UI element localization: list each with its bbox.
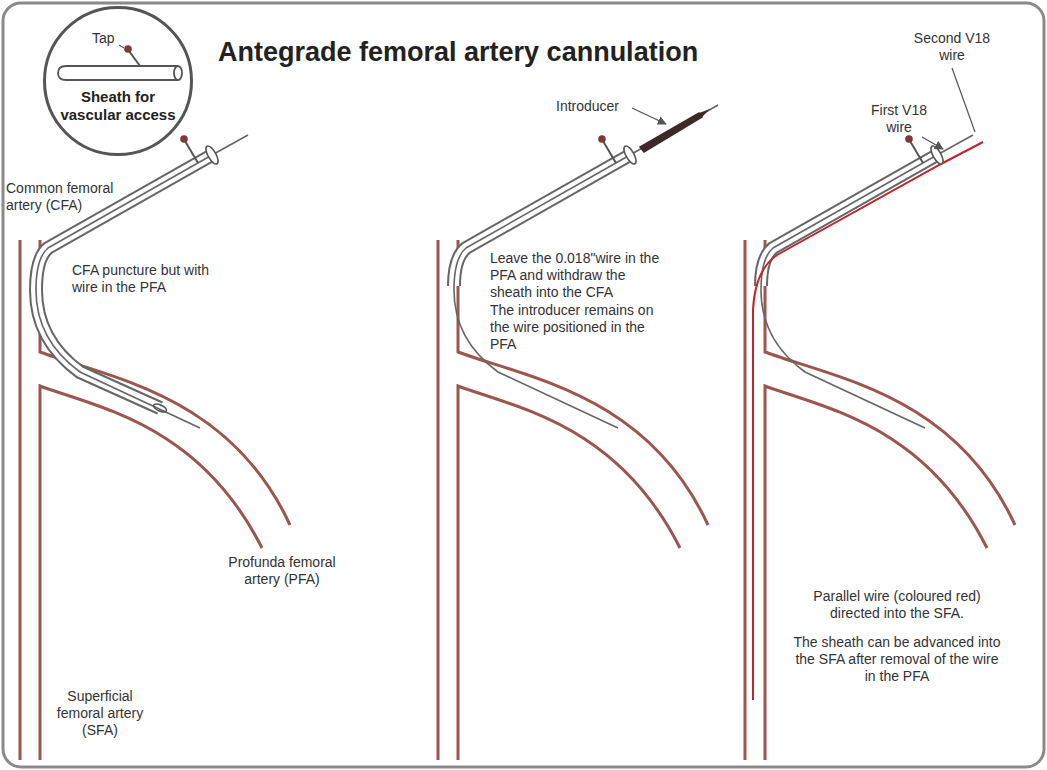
callout-label: Tap xyxy=(92,30,115,47)
note-text: Parallel wire (coloured red) directed in… xyxy=(790,588,1004,622)
leader-line xyxy=(632,108,666,124)
callout-label: Introducer xyxy=(556,98,619,115)
sheath-inset xyxy=(58,45,182,80)
inset-circle: Sheath for vascular access xyxy=(43,6,193,156)
callout-label: First V18 wire xyxy=(868,102,930,136)
note-text: CFA puncture but with wire in the PFA xyxy=(72,262,212,296)
panel-two xyxy=(438,105,718,760)
note-text: The introducer remains on the wire posit… xyxy=(490,302,668,352)
note-text: Leave the 0.018"wire in the PFA and with… xyxy=(490,250,668,300)
callout-label: Second V18 wire xyxy=(912,30,992,64)
note-text: The sheath can be advanced into the SFA … xyxy=(790,634,1004,684)
leader-line xyxy=(922,137,943,149)
panel-one xyxy=(20,135,290,760)
leader-line xyxy=(952,68,975,132)
vessel-label: Common femoral artery (CFA) xyxy=(6,180,114,214)
panel-three xyxy=(745,135,1015,760)
diagram-title: Antegrade femoral artery cannulation xyxy=(218,36,698,68)
vessel-label: Superficial femoral artery (SFA) xyxy=(44,688,156,738)
vessel-label: Profunda femoral artery (PFA) xyxy=(226,554,338,588)
frame xyxy=(3,3,1044,767)
node-text: Sheath for vascular access xyxy=(56,88,180,124)
